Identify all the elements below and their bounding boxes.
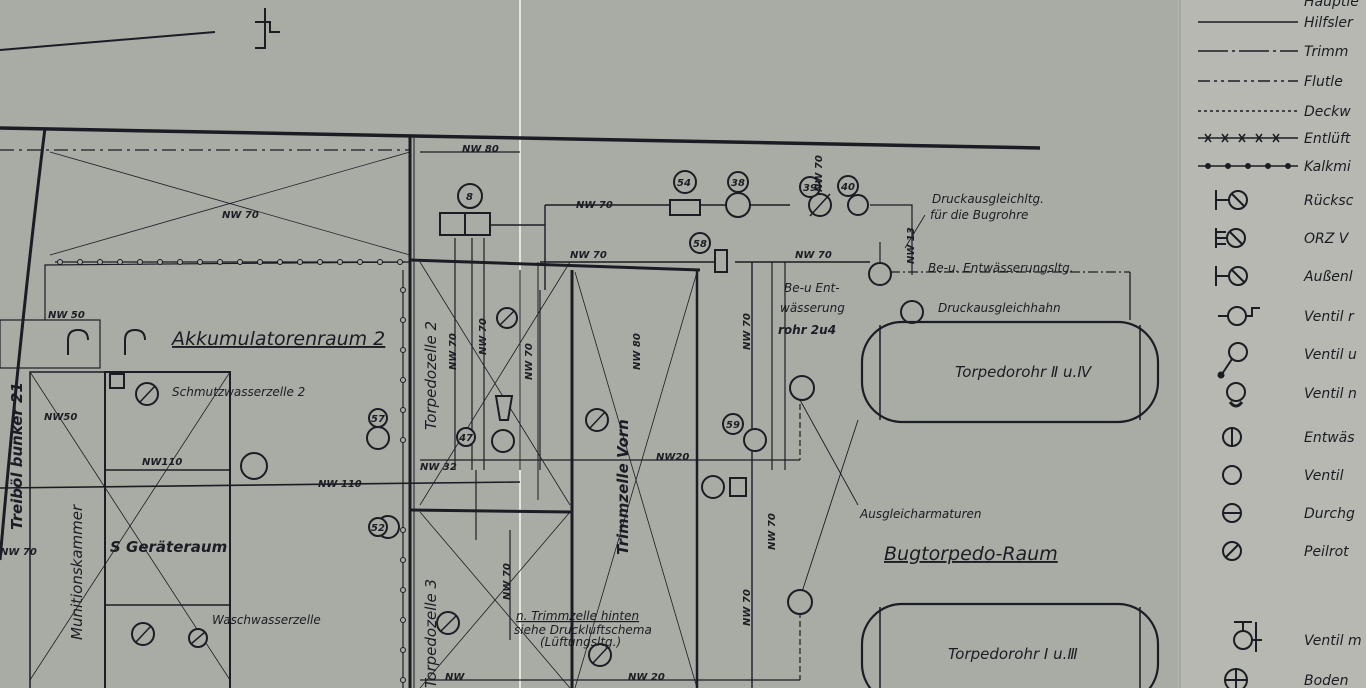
legend-text-12: Ventil n (1304, 386, 1357, 402)
geraeteraum-box (104, 371, 231, 688)
annotation-beu-2: wässerung (780, 301, 845, 315)
pipe-label-nw70-vertical-top: NW 70 (814, 155, 825, 192)
legend-text-8: ORZ V (1304, 231, 1350, 247)
pipe-label-nw70-v6: NW 70 (524, 343, 535, 380)
legend-text-6: Kalkmi (1304, 159, 1351, 175)
legend-panel-background (1178, 0, 1366, 688)
akkumulatorenraum-outline (44, 261, 411, 320)
label-bugtorpedo-raum: Bugtorpedo-Raum (884, 543, 1058, 565)
label-waschwasserzelle: Waschwasserzelle (212, 613, 321, 627)
pipe-label-nw70-mid: NW 70 (570, 250, 607, 261)
annotation-trimm-hinten-3: (Lüftungsltg.) (540, 635, 621, 649)
valve-number-59: 59 (726, 420, 740, 431)
label-schmutzwasserzelle: Schmutzwasserzelle 2 (172, 385, 305, 399)
legend-text-10: Ventil r (1304, 309, 1355, 325)
pipe-label-nw20b: NW20 (656, 452, 689, 463)
label-akkumulatorenraum: Akkumulatorenraum 2 (170, 328, 385, 350)
pipe-label-nw-trunc: NW (445, 672, 465, 683)
legend-text-7: Rücksc (1304, 193, 1354, 209)
pipe-label-nw70-right: NW 70 (795, 250, 832, 261)
pipe-label-nw80: NW 80 (462, 144, 499, 155)
label-munitionskammer: Munitionskammer (68, 504, 86, 640)
pipe-label-nw70-left: NW 70 (0, 547, 37, 558)
pipe-label-nw70-v3: NW 70 (742, 589, 753, 626)
pipe-label-nw70-top-left: NW 70 (222, 210, 259, 221)
valve-number-8: 8 (466, 192, 473, 203)
kalkmilch-line (55, 259, 406, 688)
valve-number-39: 39 (803, 183, 817, 194)
pipe-label-nw50b: NW50 (44, 412, 77, 423)
legend-text-17: Ventil m (1304, 633, 1362, 649)
pipe-label-nw13: NW 13 (906, 227, 917, 264)
label-torpedorohr-upper: Torpedorohr Ⅱ u.Ⅳ (955, 363, 1092, 381)
legend-text-0: Hauptle (1304, 0, 1359, 10)
annotation-be-entwaesserung: Be-u. Entwässerungsltg. (928, 261, 1074, 275)
label-treiboelbunker: Treiböl bunker 21 (8, 382, 26, 530)
valve-number-57: 57 (371, 414, 385, 425)
pipe-label-nw80-vertical: NW 80 (632, 333, 643, 370)
legend-text-3: Flutle (1304, 74, 1343, 90)
legend-line-samples (1198, 21, 1298, 169)
torpedorohr-upper (860, 320, 1160, 424)
torpedorohr-lower (860, 602, 1160, 688)
legend-text-18: Boden (1304, 673, 1349, 688)
pipe-label-nw70-v2: NW 70 (767, 513, 778, 550)
valve-number-52: 52 (371, 523, 385, 534)
hull-structure (0, 8, 1041, 688)
legend-text-15: Durchg (1304, 506, 1355, 522)
annotation-druckausgleich-line2: für die Bugrohre (930, 208, 1028, 222)
annotation-druckausgleichhahn: Druckausgleichhahn (938, 301, 1061, 315)
pipe-label-nw70-v7: NW 70 (502, 563, 513, 600)
legend-text-4: Deckw (1304, 104, 1351, 120)
pipe-label-nw70-v5: NW 70 (478, 318, 489, 355)
legend-text-14: Ventil (1304, 468, 1344, 484)
legend-symbols (1215, 190, 1262, 688)
valve-symbols (67, 170, 924, 667)
legend-text-1: Hilfsler (1304, 15, 1354, 31)
valve-number-47: 47 (458, 433, 473, 444)
valve-number-58: 58 (693, 239, 707, 250)
pipe-label-nw50: NW 50 (48, 310, 85, 321)
annotation-beu-1: Be-u Ent- (784, 281, 840, 295)
label-torpedorohr-lower: Torpedorohr Ⅰ u.Ⅲ (948, 645, 1078, 663)
annotation-druckausgleich-line1: Druckausgleichltg. (932, 192, 1044, 206)
annotation-trimm-hinten-2: siehe Druckluftschema (514, 623, 652, 637)
valve-number-40: 40 (840, 182, 855, 193)
valve-number-54: 54 (677, 178, 691, 189)
valve-number-38: 38 (731, 178, 745, 189)
legend-text-2: Trimm (1304, 44, 1348, 60)
legend-text-5: Entlüft (1304, 131, 1351, 147)
legend: Hauptle Hilfsler Trimm Flutle Deckw Entl… (1198, 0, 1362, 688)
label-trimmzelle-vorn: Trimmzelle Vorn (614, 419, 632, 555)
pipe-label-nw70-v1: NW 70 (742, 313, 753, 350)
legend-text-11: Ventil u (1304, 347, 1357, 363)
label-torpedozelle-2: Torpedozelle 2 (422, 321, 440, 430)
annotation-ausgleicharmaturen: Ausgleicharmaturen (859, 507, 982, 521)
label-torpedozelle-3: Torpedozelle 3 (422, 579, 440, 688)
legend-text-16: Peilrot (1304, 544, 1349, 560)
legend-text-9: Außenl (1303, 269, 1353, 285)
pipe-label-nw70-upper: NW 70 (576, 200, 613, 211)
pipe-label-nw110: NW 110 (318, 479, 362, 490)
annotation-trimm-hinten-1: n. Trimmzelle hinten (516, 609, 639, 623)
annotation-beu-3: rohr 2u4 (778, 323, 836, 337)
pipe-label-nw20: NW 20 (628, 672, 665, 683)
pipe-label-nw110b: NW110 (142, 457, 182, 468)
pipe-label-nw32: NW 32 (420, 462, 457, 473)
label-geraeteraum: S Geräteraum (110, 538, 227, 556)
pipe-label-nw70-v4: NW 70 (448, 333, 459, 370)
legend-text-13: Entwäs (1304, 430, 1355, 446)
